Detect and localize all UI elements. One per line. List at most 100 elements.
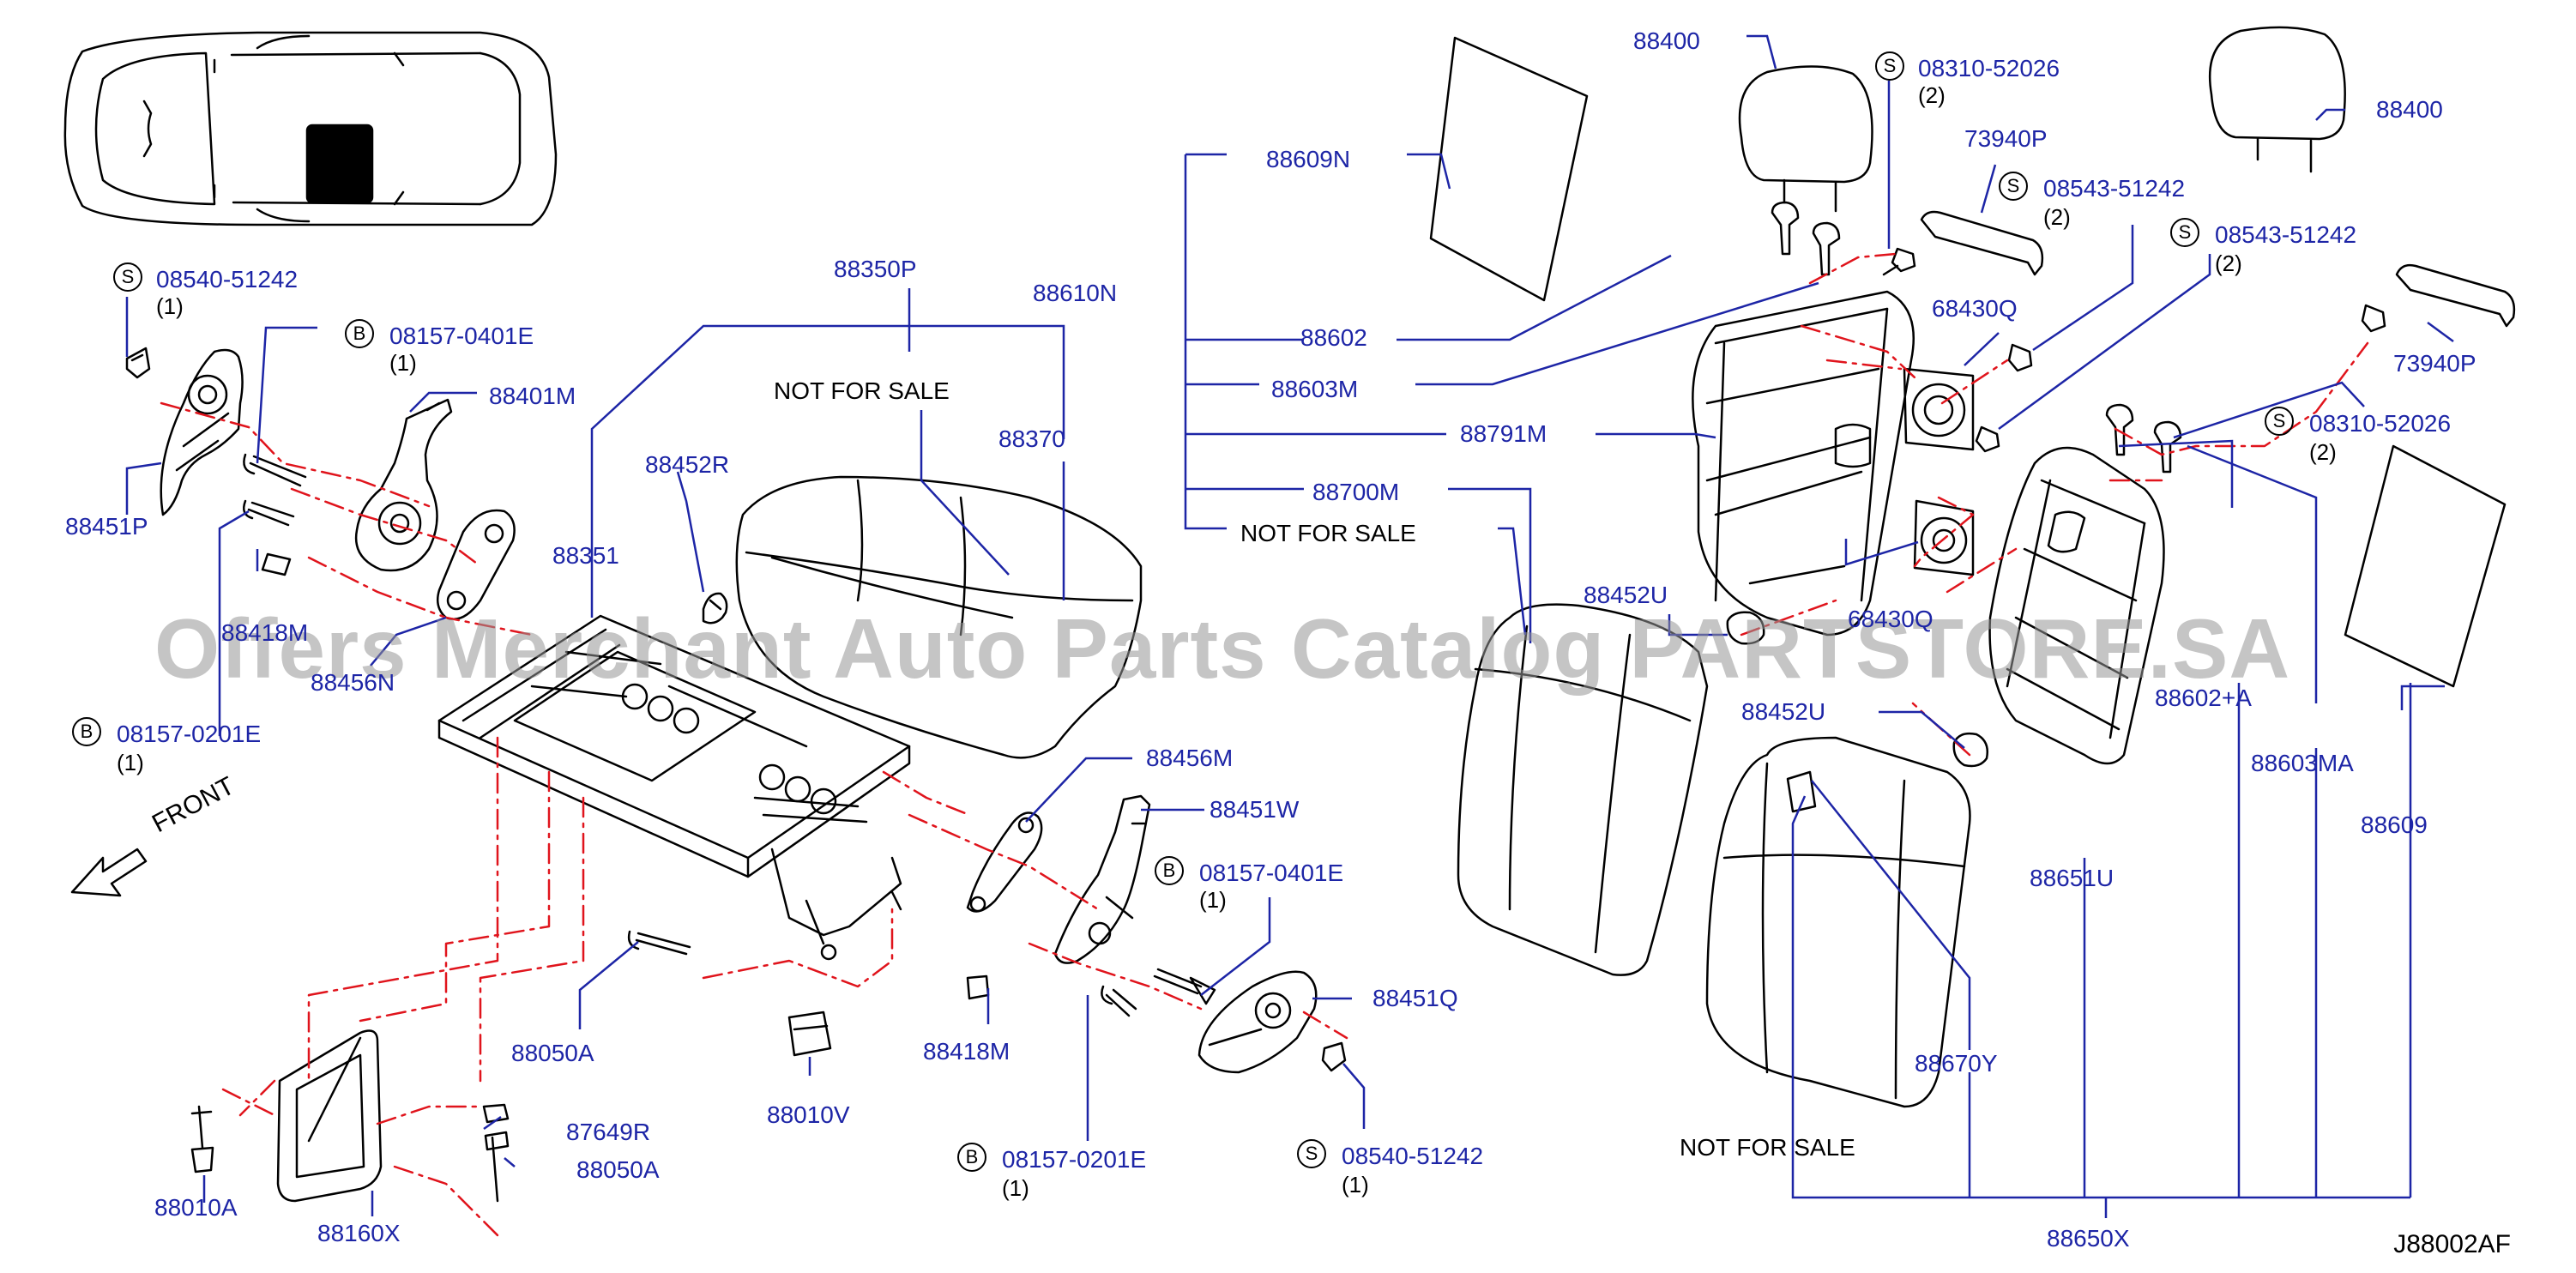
label-08310-52026-2[interactable]: 08310-52026 — [2309, 410, 2452, 437]
label-88670Y[interactable]: 88670Y — [1915, 1050, 1998, 1077]
symbol-b: B — [72, 717, 101, 746]
label-88452U-1[interactable]: 88452U — [1584, 582, 1668, 608]
label-88603MA[interactable]: 88603MA — [2251, 750, 2354, 776]
right-bolt2-icon — [1153, 968, 1216, 1005]
left-recliner-cover-icon — [160, 348, 244, 516]
label-88456M[interactable]: 88456M — [1146, 745, 1234, 771]
symbol-b: B — [957, 1143, 986, 1172]
left-link-plate-icon — [437, 509, 516, 620]
symbol-b: B — [1155, 856, 1184, 885]
label-not-for-sale-3: NOT FOR SALE — [1680, 1134, 1855, 1161]
label-88050A-2[interactable]: 88050A — [576, 1156, 660, 1183]
qty-08157-0201E-left: (1) — [117, 750, 144, 775]
label-88418M-right[interactable]: 88418M — [923, 1038, 1010, 1065]
label-88160X[interactable]: 88160X — [317, 1220, 401, 1246]
bracket-88160X-icon — [276, 1029, 383, 1203]
label-87649R[interactable]: 87649R — [566, 1119, 651, 1145]
label-88602[interactable]: 88602 — [1300, 324, 1367, 351]
label-88602-plus-a[interactable]: 88602+A — [2155, 685, 2252, 711]
board-88609-icon — [2344, 444, 2507, 688]
label-88010A[interactable]: 88010A — [154, 1194, 238, 1221]
label-88452R[interactable]: 88452R — [645, 451, 730, 478]
label-88400-1[interactable]: 88400 — [1633, 27, 1700, 54]
backrest-frame-left-icon — [1692, 290, 1915, 636]
backrest-frame-right-icon — [1988, 446, 2165, 765]
left-screw-icon — [125, 347, 151, 379]
right-screw-icon — [1321, 1041, 1347, 1072]
label-68430Q-1[interactable]: 68430Q — [1932, 295, 2018, 322]
bolt-88050A-1-icon — [627, 930, 691, 956]
right-pin-icon — [966, 974, 990, 1000]
label-88651U[interactable]: 88651U — [2030, 865, 2114, 891]
bushing-88452U-2-icon — [1952, 732, 1988, 768]
left-bolt-icon — [243, 453, 307, 487]
label-88609[interactable]: 88609 — [2361, 811, 2428, 838]
label-88609N[interactable]: 88609N — [1266, 146, 1351, 172]
label-88010V[interactable]: 88010V — [767, 1101, 850, 1128]
label-88400-2[interactable]: 88400 — [2376, 96, 2443, 123]
symbol-s: S — [2265, 407, 2294, 436]
qty-08157-0201E-right: (1) — [1002, 1175, 1029, 1201]
label-08310-52026-1[interactable]: 08310-52026 — [1918, 55, 2060, 81]
label-88451P[interactable]: 88451P — [65, 513, 148, 540]
left-bolt2-icon — [243, 499, 295, 527]
label-08157-0401E-left[interactable]: 08157-0401E — [389, 323, 534, 349]
handle-73940P-2-icon — [2395, 263, 2516, 328]
label-08540-51242-right[interactable]: 08540-51242 — [1342, 1143, 1484, 1169]
label-88451W[interactable]: 88451W — [1210, 796, 1300, 823]
diagram-code: J88002AF — [2393, 1230, 2511, 1258]
screw-08543-3-icon — [2361, 304, 2386, 333]
label-08543-51242-2[interactable]: 08543-51242 — [2215, 221, 2357, 248]
label-88603M[interactable]: 88603M — [1271, 376, 1359, 402]
label-73940P-1[interactable]: 73940P — [1964, 125, 2048, 152]
label-not-for-sale-2: NOT FOR SALE — [1240, 520, 1416, 546]
guide-88602A-icon — [2105, 403, 2134, 456]
seat-cushion-icon — [735, 475, 1143, 759]
qty-08157-0401E-right: (1) — [1199, 887, 1227, 913]
qty-08157-0401E-left: (1) — [389, 350, 417, 376]
nut-87649R-icon — [482, 1103, 510, 1124]
bushing-88452U-1-icon — [1726, 611, 1765, 645]
bolt-88050A-2-icon — [484, 1131, 510, 1203]
label-88456N[interactable]: 88456N — [311, 669, 395, 696]
handle-73940P-1-icon — [1920, 210, 2044, 276]
right-bolt-icon — [1101, 985, 1137, 1017]
symbol-s: S — [2170, 218, 2199, 247]
label-08540-51242-left[interactable]: 08540-51242 — [156, 266, 299, 293]
label-73940P-2[interactable]: 73940P — [2393, 350, 2476, 377]
label-88401M[interactable]: 88401M — [489, 383, 576, 409]
label-08157-0401E-right[interactable]: 08157-0401E — [1199, 860, 1344, 886]
label-88650X[interactable]: 88650X — [2047, 1225, 2130, 1252]
guide-88603M-icon — [1812, 221, 1841, 276]
label-88452U-2[interactable]: 88452U — [1741, 698, 1826, 725]
label-08157-0201E-right[interactable]: 08157-0201E — [1002, 1146, 1147, 1173]
qty-08540-left: (1) — [156, 293, 184, 319]
headrest-right-icon — [2208, 26, 2346, 173]
label-88791M[interactable]: 88791M — [1460, 420, 1547, 447]
qty-08310-2: (2) — [2309, 439, 2337, 465]
backrest-cover-rear-icon — [1705, 736, 1971, 1108]
speaker-68430Q-2-icon — [1913, 499, 1975, 576]
bracket-88010V-icon — [787, 1011, 832, 1057]
right-link-plate-icon — [966, 811, 1043, 913]
board-88609N-icon — [1429, 36, 1589, 302]
label-88050A-1[interactable]: 88050A — [511, 1040, 594, 1066]
label-88418M-left[interactable]: 88418M — [221, 619, 309, 646]
guide-88603MA-icon — [2153, 420, 2182, 474]
label-88610N[interactable]: 88610N — [1033, 280, 1118, 306]
label-88451Q[interactable]: 88451Q — [1372, 985, 1458, 1011]
label-88370[interactable]: 88370 — [998, 425, 1065, 452]
label-08543-51242-1[interactable]: 08543-51242 — [2043, 175, 2186, 202]
symbol-s: S — [1297, 1139, 1326, 1168]
qty-08543-1: (2) — [2043, 204, 2071, 230]
label-68430Q-2[interactable]: 68430Q — [1848, 606, 1934, 632]
symbol-s: S — [113, 262, 142, 292]
symbol-s: S — [1999, 172, 2028, 201]
speaker-68430Q-1-icon — [1903, 367, 1975, 451]
label-08157-0201E-left[interactable]: 08157-0201E — [117, 721, 262, 747]
right-recliner-cover-icon — [1198, 970, 1318, 1074]
label-88351[interactable]: 88351 — [552, 542, 619, 569]
label-88700M[interactable]: 88700M — [1312, 479, 1400, 505]
label-88350P[interactable]: 88350P — [834, 256, 917, 282]
